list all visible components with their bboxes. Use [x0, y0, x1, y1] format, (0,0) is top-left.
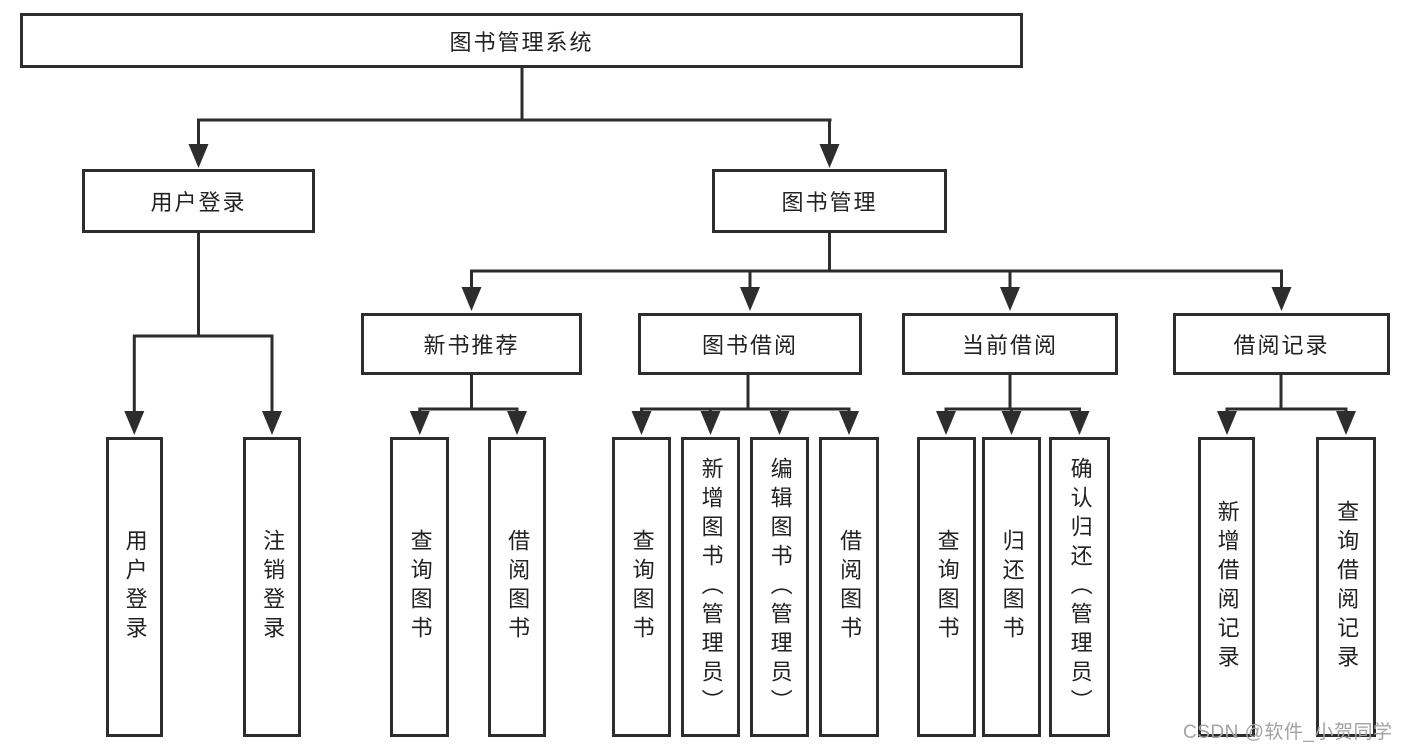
- leaf-confirm-return-admin: 确认归还（管理员）: [1049, 437, 1110, 737]
- arrowhead: [409, 411, 430, 435]
- node-borrowing-records: 借阅记录: [1173, 313, 1390, 375]
- arrowhead: [740, 287, 760, 311]
- leaf-label: 查询借阅记录: [1334, 500, 1360, 674]
- leaf-add-book-admin: 新增图书（管理员）: [681, 437, 740, 737]
- leaf-label: 用户登录: [122, 529, 148, 645]
- leaf-query-books: 查询图书: [390, 437, 449, 737]
- leaf-query-borrow-record: 查询借阅记录: [1316, 437, 1376, 737]
- leaf-label: 借阅图书: [505, 529, 531, 645]
- leaf-borrow-books: 借阅图书: [488, 437, 546, 737]
- node-label: 图书管理系统: [449, 29, 594, 55]
- leaf-return-books: 归还图书: [982, 437, 1041, 737]
- arrowhead: [700, 411, 721, 435]
- arrowhead: [1271, 287, 1292, 311]
- arrowhead: [936, 411, 956, 435]
- arrowhead: [1336, 411, 1356, 435]
- arrowhead: [262, 411, 282, 435]
- arrowhead: [461, 287, 482, 311]
- watermark: CSDN @软件_小贺同学: [1183, 722, 1393, 743]
- node-label: 借阅记录: [1233, 333, 1330, 358]
- node-label: 用户登录: [150, 190, 247, 215]
- node-book-borrowing: 图书借阅: [638, 313, 862, 375]
- node-label: 图书管理: [781, 190, 878, 215]
- leaf-label: 确认归还（管理员）: [1067, 456, 1093, 718]
- leaf-borrow-books-2: 借阅图书: [819, 437, 879, 737]
- leaf-label: 注销登录: [260, 529, 286, 645]
- arrowhead: [769, 411, 790, 435]
- arrowhead: [188, 144, 209, 168]
- leaf-label: 新增借阅记录: [1214, 500, 1240, 674]
- node-label: 图书借阅: [701, 333, 798, 358]
- arrowhead: [819, 144, 840, 168]
- node-label: 当前借阅: [961, 333, 1058, 358]
- leaf-user-login: 用户登录: [106, 437, 163, 737]
- leaf-edit-book-admin: 编辑图书（管理员）: [750, 437, 809, 737]
- arrowhead: [1069, 411, 1090, 435]
- arrowhead: [124, 411, 145, 435]
- leaf-label: 查询图书: [629, 529, 655, 645]
- node-library-system: 图书管理系统: [20, 13, 1023, 68]
- node-label: 新书推荐: [423, 333, 520, 358]
- leaf-label: 编辑图书（管理员）: [767, 456, 793, 718]
- leaf-label: 借阅图书: [837, 529, 863, 645]
- leaf-label: 归还图书: [999, 529, 1025, 645]
- arrowhead: [1000, 287, 1020, 311]
- connector-login-leaves: [132, 231, 274, 413]
- leaf-add-borrow-record: 新增借阅记录: [1198, 437, 1255, 737]
- leaf-query-books-3: 查询图书: [917, 437, 976, 737]
- node-new-book-recommendation: 新书推荐: [361, 313, 582, 375]
- leaf-label: 查询图书: [934, 529, 960, 645]
- node-current-borrowing: 当前借阅: [902, 313, 1118, 375]
- arrowhead: [507, 411, 527, 435]
- arrowhead: [631, 411, 652, 435]
- arrowhead: [1217, 411, 1237, 435]
- connector-management-level3: [470, 231, 1283, 289]
- leaf-logout: 注销登录: [243, 437, 301, 737]
- leaf-label: 查询图书: [407, 529, 433, 645]
- node-user-login: 用户登录: [82, 169, 315, 233]
- arrowhead: [839, 411, 859, 435]
- arrowhead: [1001, 411, 1022, 435]
- connector-level3-leaves: [418, 373, 1348, 413]
- node-book-management: 图书管理: [712, 169, 947, 233]
- connector-root-level2: [197, 66, 832, 146]
- leaf-query-books-2: 查询图书: [612, 437, 671, 737]
- leaf-label: 新增图书（管理员）: [698, 456, 724, 718]
